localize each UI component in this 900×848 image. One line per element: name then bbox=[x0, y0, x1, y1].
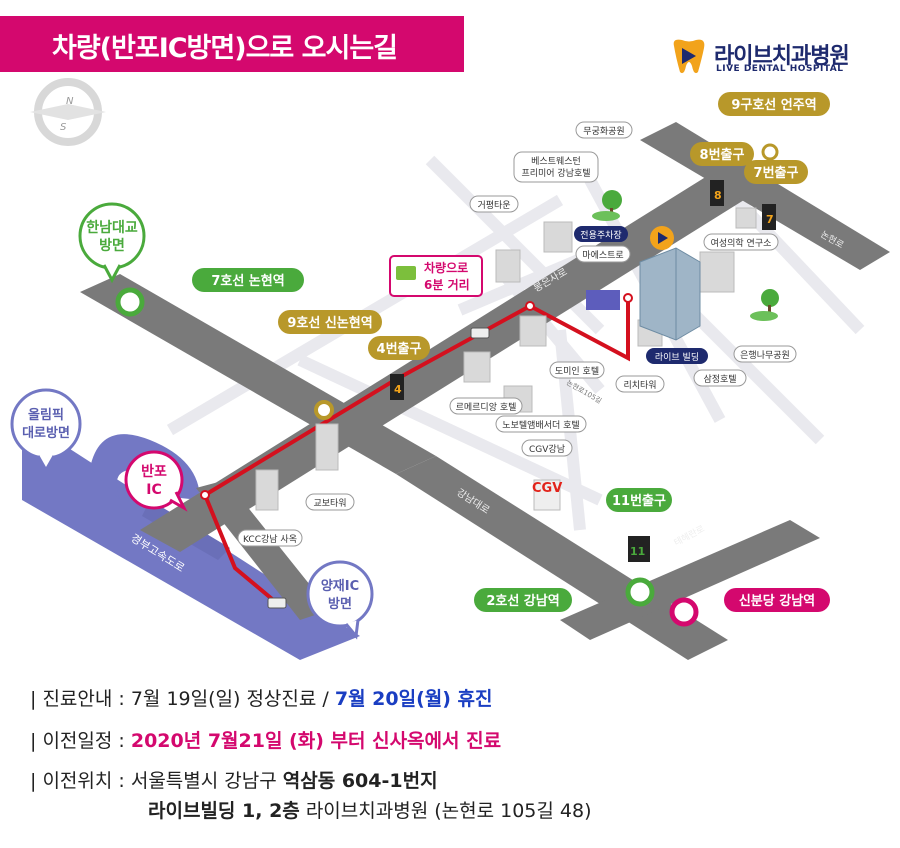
svg-text:노보텔앰배서더 호텔: 노보텔앰배서더 호텔 bbox=[502, 419, 579, 431]
logo-subtitle: LIVE DENTAL HOSPITAL bbox=[716, 64, 844, 74]
route-map: N S 봉은사로 논현로105길 강남대로 bbox=[10, 78, 890, 660]
tag-cgv: CGV강남 bbox=[521, 439, 573, 457]
callout-yangjae: 양재IC 방면 bbox=[306, 560, 374, 640]
info-row-schedule: | 진료안내 : 7월 19일(일) 정상진료 / 7월 20일(월) 휴진 bbox=[30, 688, 493, 710]
pillar-8: 8 bbox=[714, 189, 722, 202]
svg-text:7호선 논현역: 7호선 논현역 bbox=[211, 273, 284, 289]
svg-text:삼정호텔: 삼정호텔 bbox=[703, 373, 736, 385]
tag-kyobo: 교보타워 bbox=[305, 493, 355, 511]
svg-text:7번출구: 7번출구 bbox=[754, 165, 799, 181]
tag-yeoseong: 여성의학 연구소 bbox=[703, 233, 779, 251]
exit-7: 7번출구 bbox=[744, 160, 808, 184]
svg-text:르메르디앙 호텔: 르메르디앙 호텔 bbox=[456, 401, 517, 413]
station-sinnonhyeon: 9호선 신논현역 bbox=[278, 310, 382, 334]
tag-domiin: 도미인 호텔 bbox=[549, 361, 605, 379]
svg-text:무궁화공원: 무궁화공원 bbox=[583, 126, 624, 137]
tag-novotel: 노보텔앰배서더 호텔 bbox=[495, 415, 587, 433]
title-banner: 차량(반포IC방면)으로 오시는길 bbox=[0, 16, 464, 72]
route-line-a bbox=[203, 494, 280, 606]
tag-maestro: 마에스트로 bbox=[575, 245, 631, 263]
svg-text:신분당 강남역: 신분당 강남역 bbox=[739, 593, 815, 609]
compass-icon: N S bbox=[30, 78, 106, 146]
tag-geopyeong: 거평타운 bbox=[469, 195, 519, 213]
route-start-dot bbox=[200, 490, 210, 500]
pillar-7: 7 bbox=[766, 213, 774, 226]
tag-mugunghwa: 무궁화공원 bbox=[575, 121, 633, 139]
info-row-address: 라이브빌딩 1, 2층 라이브치과병원 (논현로 105길 48) bbox=[148, 800, 592, 822]
logo-name: 라이브치과병원 bbox=[714, 44, 850, 69]
hospital-logo: 라이브치과병원 LIVE DENTAL HOSPITAL bbox=[668, 36, 888, 80]
svg-text:여성의학 연구소: 여성의학 연구소 bbox=[711, 237, 772, 249]
station-markers bbox=[115, 143, 779, 627]
road-teheran: 테헤란로 bbox=[672, 523, 707, 549]
svg-text:방면: 방면 bbox=[328, 596, 352, 612]
svg-text:차량으로: 차량으로 bbox=[424, 260, 468, 275]
info-row-location: | 이전위치 : 서울특별시 강남구 역삼동 604-1번지 bbox=[30, 770, 438, 792]
svg-text:마에스트로: 마에스트로 bbox=[582, 250, 623, 261]
svg-text:2호선 강남역: 2호선 강남역 bbox=[486, 593, 559, 609]
station-sinbundang: 신분당 강남역 bbox=[724, 588, 830, 612]
svg-text:베스트웨스턴: 베스트웨스턴 bbox=[531, 155, 581, 167]
svg-text:라이브 빌딩: 라이브 빌딩 bbox=[655, 352, 699, 363]
svg-text:방면: 방면 bbox=[99, 237, 125, 254]
tag-bestwestern: 베스트웨스턴 프리미어 강남호텔 bbox=[513, 151, 599, 183]
route-end-dot bbox=[623, 293, 633, 303]
exit-11: 11번출구 bbox=[606, 488, 672, 512]
svg-text:9호선 신논현역: 9호선 신논현역 bbox=[287, 315, 372, 331]
exit-8: 8번출구 bbox=[690, 142, 754, 166]
svg-text:8번출구: 8번출구 bbox=[700, 147, 745, 163]
info-row-move-date: | 이전일정 : 2020년 7월21일 (화) 부터 신사옥에서 진료 bbox=[30, 730, 502, 752]
compass-s: S bbox=[60, 122, 67, 133]
live-building-icon bbox=[639, 226, 701, 341]
svg-text:CGV강남: CGV강남 bbox=[529, 444, 565, 455]
tag-remerdian: 르메르디앙 호텔 bbox=[449, 397, 523, 415]
drive-time-callout: 차량으로 6분 거리 bbox=[389, 255, 483, 297]
svg-text:전용주차장: 전용주차장 bbox=[580, 229, 621, 241]
svg-text:양재IC: 양재IC bbox=[321, 579, 359, 594]
svg-text:IC: IC bbox=[146, 482, 161, 498]
callout-hannam: 한남대교 방면 bbox=[78, 202, 146, 284]
svg-text:반포: 반포 bbox=[141, 463, 167, 480]
svg-text:CGV: CGV bbox=[532, 481, 562, 496]
svg-text:11번출구: 11번출구 bbox=[612, 493, 666, 509]
svg-text:6분 거리: 6분 거리 bbox=[424, 277, 470, 292]
tooth-logo-icon bbox=[673, 39, 705, 74]
tag-eunhaeng: 은행나무공원 bbox=[733, 345, 797, 363]
station-eonju: 9구호선 언주역 bbox=[718, 92, 830, 116]
tree-icon bbox=[592, 190, 779, 321]
tag-samjeong: 삼정호텔 bbox=[693, 369, 747, 387]
cgv-logo-icon: CGV bbox=[532, 481, 562, 496]
svg-text:4번출구: 4번출구 bbox=[377, 341, 422, 357]
tag-kcc: KCC강남 사옥 bbox=[237, 529, 303, 547]
station-gangnam2: 2호선 강남역 bbox=[474, 588, 572, 612]
pillar-11: 11 bbox=[630, 545, 645, 558]
svg-text:은행나무공원: 은행나무공원 bbox=[740, 349, 790, 361]
car-icon bbox=[267, 327, 490, 609]
svg-text:9구호선 언주역: 9구호선 언주역 bbox=[731, 97, 816, 113]
station-nonhyeon: 7호선 논현역 bbox=[192, 268, 304, 292]
svg-text:거평타운: 거평타운 bbox=[477, 200, 510, 211]
svg-text:리치타워: 리치타워 bbox=[623, 379, 656, 391]
tag-parking: 전용주차장 bbox=[574, 226, 628, 242]
exit-4: 4번출구 bbox=[368, 336, 430, 360]
parking-lot bbox=[586, 290, 620, 310]
main-roads bbox=[80, 122, 890, 660]
svg-text:프리미어 강남호텔: 프리미어 강남호텔 bbox=[521, 167, 590, 179]
svg-text:교보타워: 교보타워 bbox=[313, 498, 346, 509]
tag-live: 라이브 빌딩 bbox=[646, 348, 708, 364]
svg-text:한남대교: 한남대교 bbox=[86, 219, 138, 236]
tag-richi: 리치타워 bbox=[615, 375, 665, 393]
svg-text:올림픽: 올림픽 bbox=[28, 407, 64, 423]
exit-pillars: 4 8 7 11 bbox=[390, 180, 776, 562]
callout-banpo: 반포 IC bbox=[124, 450, 188, 512]
svg-text:대로방면: 대로방면 bbox=[22, 425, 70, 441]
svg-text:도미인 호텔: 도미인 호텔 bbox=[555, 365, 599, 377]
page-title: 차량(반포IC방면)으로 오시는길 bbox=[52, 33, 398, 64]
svg-text:KCC강남 사옥: KCC강남 사옥 bbox=[243, 534, 297, 545]
callout-olympic: 올림픽 대로방면 bbox=[10, 388, 82, 474]
compass-n: N bbox=[66, 96, 74, 107]
pillar-4: 4 bbox=[394, 383, 402, 396]
route-turn-dot bbox=[525, 301, 535, 311]
